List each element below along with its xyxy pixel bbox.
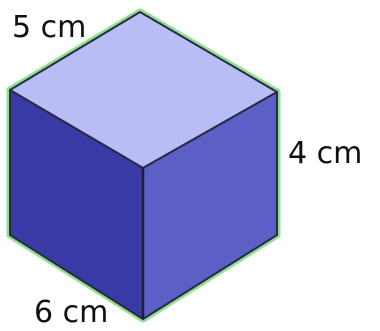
right-edge-label: 4 cm [288,136,362,171]
top-edge-label: 5 cm [12,10,86,45]
bottom-edge-label: 6 cm [34,295,108,330]
